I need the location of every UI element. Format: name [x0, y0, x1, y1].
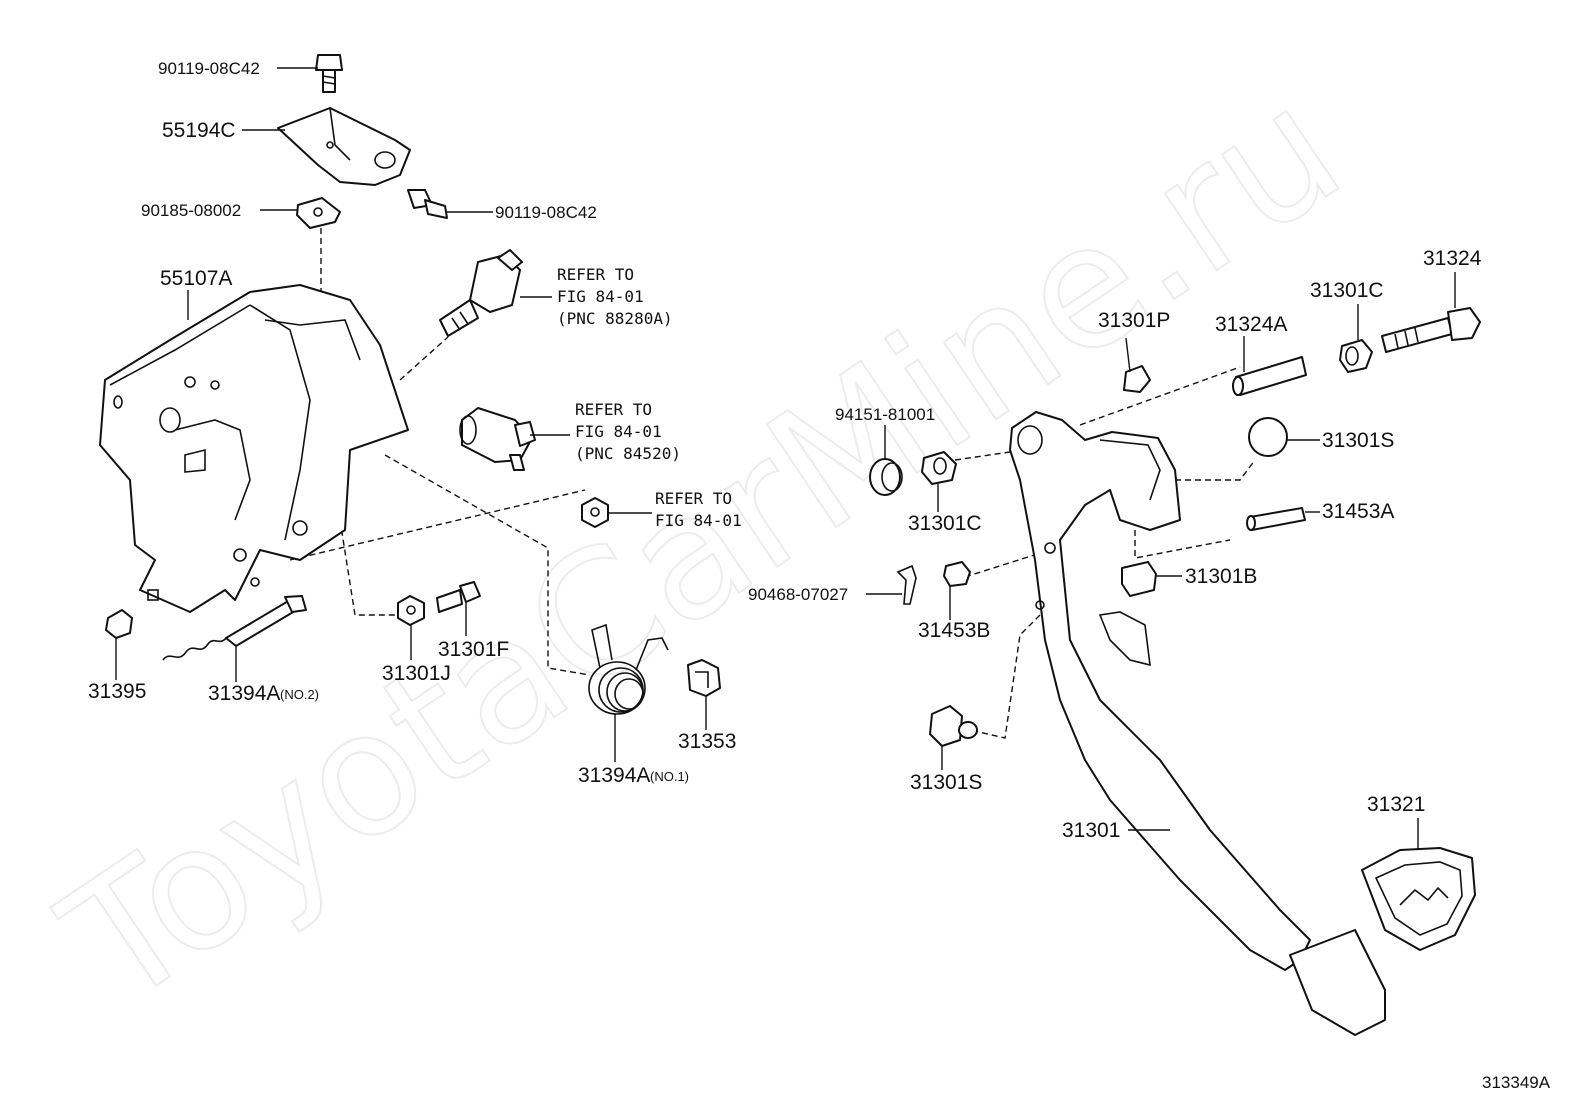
pin-31453a[interactable] — [1246, 507, 1306, 531]
bolt-31301f[interactable] — [436, 581, 481, 613]
label-31301c-low[interactable]: 31301C — [908, 512, 982, 535]
bushing-31301b[interactable] — [1121, 561, 1157, 597]
pedal-bracket-55107a[interactable] — [99, 284, 409, 613]
refer-3-line2: FIG 84-01 — [655, 511, 742, 530]
nut-refer[interactable] — [581, 497, 609, 528]
refer-3-line1: REFER TO — [655, 489, 732, 508]
refer-2-line3: (PNC 84520) — [575, 444, 681, 463]
bolt-90119-top[interactable] — [315, 54, 343, 93]
label-31394a-no2[interactable]: 31394A — [208, 682, 280, 705]
nut-90185[interactable] — [296, 197, 341, 229]
bolt-90119-mid[interactable] — [407, 189, 448, 219]
clip-31395[interactable] — [105, 609, 133, 639]
refer-2-line2: FIG 84-01 — [575, 422, 662, 441]
label-31301p[interactable]: 31301P — [1098, 309, 1170, 332]
label-94151[interactable]: 94151-81001 — [835, 405, 935, 424]
label-no2: (NO.2) — [280, 687, 319, 702]
pedal-pad-31321[interactable] — [1361, 847, 1476, 951]
leader-lines — [115, 67, 1456, 850]
label-55107a[interactable]: 55107A — [160, 267, 232, 290]
label-90468[interactable]: 90468-07027 — [748, 585, 848, 604]
bushing-31301c-low[interactable] — [921, 451, 957, 485]
bolt-31324[interactable] — [1381, 307, 1481, 353]
label-90119-mid[interactable]: 90119-08C42 — [495, 203, 597, 222]
return-spring-31394a-no2[interactable] — [162, 595, 307, 661]
label-31301s-low[interactable]: 31301S — [910, 771, 982, 794]
refer-2-line1: REFER TO — [575, 400, 652, 419]
label-31301s-right[interactable]: 31301S — [1322, 429, 1394, 452]
nut-31301j[interactable] — [397, 595, 425, 626]
bushing-31301c-top[interactable] — [1339, 339, 1373, 373]
label-31301[interactable]: 31301 — [1062, 819, 1120, 842]
pedal-switch[interactable] — [459, 407, 536, 471]
bracket-55194c[interactable] — [277, 107, 411, 186]
label-31395[interactable]: 31395 — [88, 680, 146, 703]
label-31394a-no1[interactable]: 31394A — [578, 764, 650, 787]
clip-90468[interactable] — [896, 564, 917, 605]
part-labels: 90119-08C42 55194C 90185-08002 90119-08C… — [88, 59, 1482, 842]
label-no1: (NO.1) — [650, 769, 689, 784]
refer-1-line1: REFER TO — [557, 265, 634, 284]
refer-1-line3: (PNC 88280A) — [557, 309, 673, 328]
label-55194c[interactable]: 55194C — [162, 119, 236, 142]
clip-31301p[interactable] — [1123, 365, 1151, 393]
stopper-31301s-right[interactable] — [1248, 417, 1288, 457]
label-31453b[interactable]: 31453B — [918, 619, 990, 642]
clip-31353[interactable] — [687, 659, 721, 697]
turnover-spring-31394a-no1[interactable] — [588, 623, 669, 715]
label-31301b[interactable]: 31301B — [1185, 565, 1257, 588]
bushing-31453b[interactable] — [943, 561, 971, 587]
label-31324[interactable]: 31324 — [1423, 247, 1482, 270]
stopper-31301s-low[interactable] — [929, 705, 978, 747]
label-31321[interactable]: 31321 — [1367, 793, 1425, 816]
label-31324a[interactable]: 31324A — [1215, 313, 1287, 336]
label-31453a[interactable]: 31453A — [1322, 500, 1394, 523]
refer-1-line2: FIG 84-01 — [557, 287, 644, 306]
label-31301f[interactable]: 31301F — [438, 638, 509, 661]
bushing-94151[interactable] — [869, 458, 903, 496]
diagram-code: 313349A — [1482, 1073, 1551, 1092]
label-31301c-top[interactable]: 31301C — [1310, 279, 1384, 302]
label-31353[interactable]: 31353 — [678, 730, 736, 753]
collar-31324a[interactable] — [1232, 356, 1307, 396]
assembly-lines — [289, 228, 1256, 739]
label-90119-top[interactable]: 90119-08C42 — [158, 59, 260, 78]
label-90185[interactable]: 90185-08002 — [141, 201, 241, 220]
label-31301j[interactable]: 31301J — [382, 662, 451, 685]
stop-lamp-switch[interactable] — [439, 249, 523, 337]
brake-pedal-arm-31301[interactable] — [1009, 411, 1386, 1036]
